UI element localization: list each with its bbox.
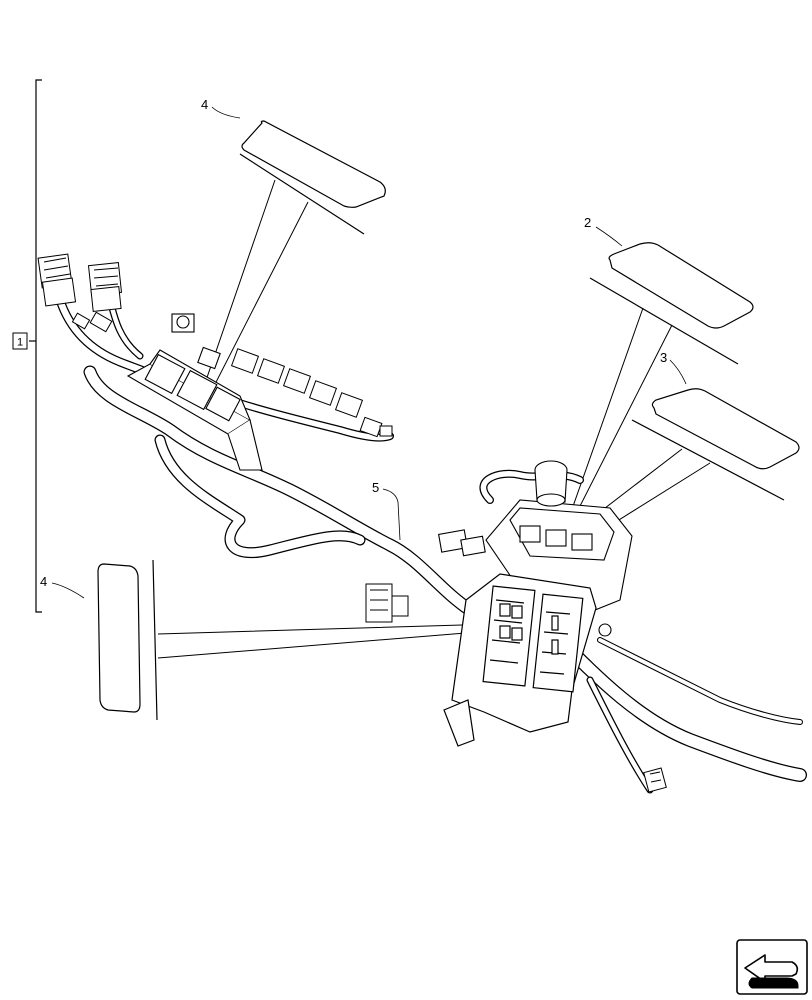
connector-small-left[interactable]: [365, 583, 409, 623]
callout-label-3: 3: [660, 350, 667, 365]
decal-4-top[interactable]: [201, 120, 386, 393]
callout-5: 5: [372, 480, 401, 541]
callout-label-4-left: 4: [40, 574, 47, 589]
assembly-bracket: [29, 79, 42, 613]
callout-4-left: 4: [40, 574, 85, 599]
callout-label-4-top: 4: [201, 97, 208, 112]
callout-3: 3: [660, 350, 687, 385]
relay-block-left[interactable]: [126, 313, 263, 471]
callout-2: 2: [584, 215, 623, 247]
callout-4-top: 4: [201, 97, 241, 119]
connector-bottom-right[interactable]: [643, 767, 667, 793]
fuse-box[interactable]: [443, 573, 597, 747]
assembly-callout[interactable]: 1: [12, 332, 28, 350]
connector-cluster-left[interactable]: [37, 253, 123, 333]
callout-label-5: 5: [372, 480, 379, 495]
callout-label-1: 1: [17, 337, 23, 349]
wiring-harness[interactable]: [55, 295, 807, 794]
callout-label-2: 2: [584, 215, 591, 230]
decal-2[interactable]: [570, 242, 754, 513]
decal-3[interactable]: [565, 388, 800, 549]
connector-row-middle[interactable]: [230, 348, 393, 438]
page-turn-arrow-icon[interactable]: [736, 939, 808, 995]
decal-4-left[interactable]: [97, 559, 479, 721]
